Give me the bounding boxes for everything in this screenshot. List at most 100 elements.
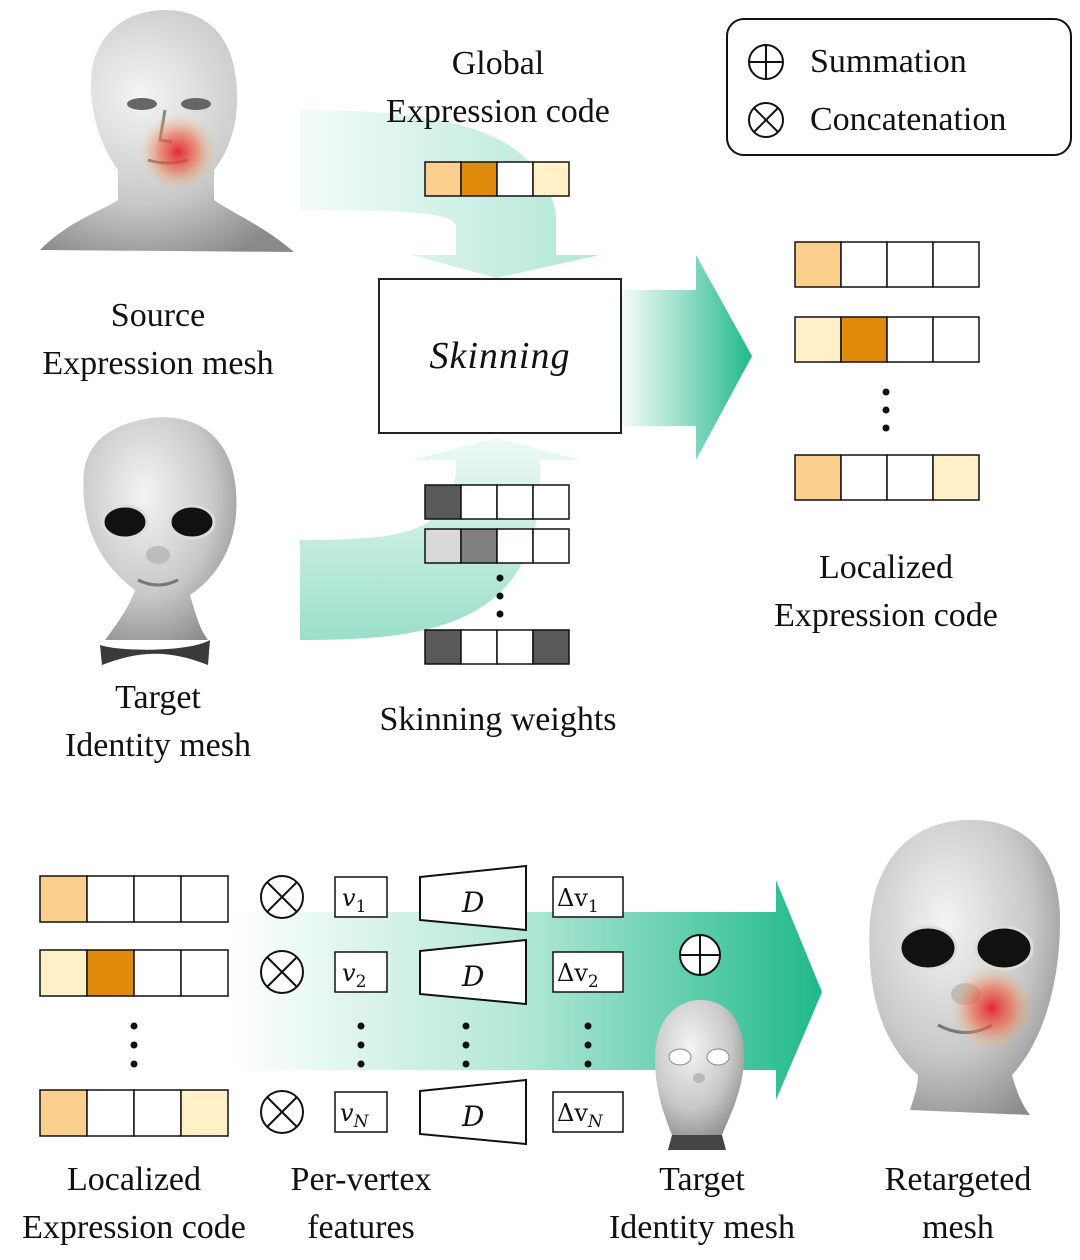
- skinning-weight-row-1-cell-4: [532, 484, 570, 520]
- target-identity-mesh-small: [655, 1000, 744, 1150]
- localized-code-row-bottom-2-cell-4: [180, 949, 229, 997]
- localized-code-row-top-3-cell-4: [932, 454, 980, 501]
- localized-code-row-bottom-2-cell-2: [86, 949, 135, 997]
- localized-code-row-bottom-1-cell-2: [86, 875, 135, 923]
- retargeted-mesh-label-line1: Retargeted: [884, 1161, 1032, 1198]
- global-code-row-cell-3: [496, 161, 534, 197]
- decoders: [419, 864, 527, 1146]
- skinning-weight-row-1-cell-3: [496, 484, 534, 520]
- source-mesh-label-line1: Source: [110, 297, 206, 334]
- retargeted-mesh-label-line2: mesh: [922, 1209, 994, 1246]
- localized-code-row-bottom-3-cell-4: [180, 1089, 229, 1137]
- decoder-2: [419, 938, 527, 1006]
- localized-code-row-top-2-cell-3: [886, 316, 934, 363]
- feature-box-3: [334, 1091, 388, 1133]
- localized-code-row-top-3-cell-1: [794, 454, 842, 501]
- retargeted-mesh: [869, 819, 1060, 1115]
- legend-summation: Summation: [746, 42, 967, 82]
- localized-code-row-top-3: [794, 454, 980, 501]
- offset-box-1: [552, 876, 624, 918]
- localized-code-ellipsis: [882, 388, 890, 432]
- skinning-weights-label-text: Skinning weights: [379, 701, 617, 738]
- decoder-1: [419, 864, 527, 932]
- per-vertex-label-line1: Per-vertex: [290, 1161, 432, 1198]
- retargeted-mesh-label: Retargeted mesh: [858, 1156, 1058, 1252]
- localized-code-label-top-line2: Expression code: [774, 597, 998, 634]
- localized-code-row-top-1-cell-3: [886, 241, 934, 288]
- localized-code-row-top-1: [794, 241, 980, 288]
- feature-box-1: [334, 876, 388, 918]
- global-code-row-cell-1: [424, 161, 462, 197]
- global-code-row: [424, 161, 570, 197]
- legend-concatenation-label: Concatenation: [810, 101, 1007, 138]
- bottom-ellipsis: [130, 1022, 592, 1068]
- target-mesh-label-bottom-line1: Target: [659, 1161, 745, 1198]
- localized-code-row-top-1-cell-1: [794, 241, 842, 288]
- offset-box-3: [552, 1091, 624, 1133]
- localized-code-row-bottom-3-cell-1: [39, 1089, 88, 1137]
- localized-code-row-bottom-1: [39, 875, 229, 923]
- concat-op-3: [260, 1090, 304, 1134]
- localized-code-row-bottom-1-cell-3: [133, 875, 182, 923]
- localized-code-row-top-2: [794, 316, 980, 363]
- skinning-weight-row-2-cell-1: [424, 528, 462, 564]
- global-code-label-line2: Expression code: [386, 93, 610, 130]
- skinning-weight-row-1-cell-1: [424, 484, 462, 520]
- skinning-weight-row-3: [424, 629, 570, 665]
- target-mesh-label: Target Identity mesh: [10, 674, 306, 770]
- localized-code-row-top-3-cell-3: [886, 454, 934, 501]
- skinning-weight-row-3-cell-1: [424, 629, 462, 665]
- summation-operator: [679, 934, 721, 976]
- localized-code-row-bottom-3-cell-2: [86, 1089, 135, 1137]
- legend-concatenation: Concatenation: [746, 100, 1006, 140]
- localized-code-row-bottom-3-cell-3: [133, 1089, 182, 1137]
- per-vertex-label: Per-vertex features: [268, 1156, 454, 1252]
- source-expression-mesh: [40, 10, 294, 252]
- skinning-output-arrow: [622, 255, 752, 460]
- localized-code-label-bottom: Localized Expression code: [0, 1156, 268, 1252]
- skinning-label: Skinning: [429, 335, 571, 377]
- skinning-weight-row-2-cell-3: [496, 528, 534, 564]
- localized-code-row-bottom-2: [39, 949, 229, 997]
- legend-box: Summation Concatenation: [726, 18, 1072, 156]
- localized-code-row-bottom-1-cell-1: [39, 875, 88, 923]
- skinning-weight-row-1: [424, 484, 570, 520]
- localized-code-label-bottom-line1: Localized: [66, 1161, 202, 1198]
- decoder-label-3: D: [461, 1100, 484, 1133]
- localized-code-label-bottom-line2: Expression code: [22, 1209, 246, 1246]
- skinning-weight-row-3-cell-2: [460, 629, 498, 665]
- localized-code-row-top-2-cell-2: [840, 316, 888, 363]
- localized-code-row-top-3-cell-2: [840, 454, 888, 501]
- skinning-weight-row-2-cell-4: [532, 528, 570, 564]
- target-mesh-label-line1: Target: [115, 679, 201, 716]
- source-mesh-label-line2: Expression mesh: [42, 345, 274, 382]
- offset-dv2: Δv2: [557, 959, 599, 992]
- localized-code-row-top-2-cell-4: [932, 316, 980, 363]
- skinning-weights-label: Skinning weights: [336, 696, 660, 744]
- concat-operators: [260, 875, 304, 1134]
- target-mesh-label-line2: Identity mesh: [64, 727, 252, 764]
- skinning-block: Skinning: [378, 278, 622, 434]
- decoder-3: [419, 1078, 527, 1146]
- concat-op-1: [260, 875, 304, 919]
- global-code-label: Global Expression code: [336, 40, 660, 136]
- concat-op-2: [260, 950, 304, 994]
- global-code-row-cell-2: [460, 161, 498, 197]
- target-mesh-label-bottom: Target Identity mesh: [578, 1156, 826, 1252]
- decoder-label-2: D: [461, 960, 484, 993]
- localized-code-row-bottom-1-cell-4: [180, 875, 229, 923]
- offset-dvN: ΔvN: [557, 1099, 604, 1132]
- legend-summation-label: Summation: [810, 43, 967, 80]
- skinning-weight-row-1-cell-2: [460, 484, 498, 520]
- skinning-weight-row-2-cell-2: [460, 528, 498, 564]
- concatenation-icon: [748, 102, 784, 138]
- localized-code-row-bottom-2-cell-3: [133, 949, 182, 997]
- global-code-label-line1: Global: [451, 45, 545, 82]
- target-mesh-label-bottom-line2: Identity mesh: [608, 1209, 796, 1246]
- skinning-weights-ellipsis: [496, 574, 504, 618]
- per-vertex-label-line2: features: [307, 1209, 415, 1246]
- source-mesh-label: Source Expression mesh: [10, 292, 306, 388]
- global-code-row-cell-4: [532, 161, 570, 197]
- localized-code-row-top-1-cell-2: [840, 241, 888, 288]
- target-identity-mesh: [83, 417, 237, 665]
